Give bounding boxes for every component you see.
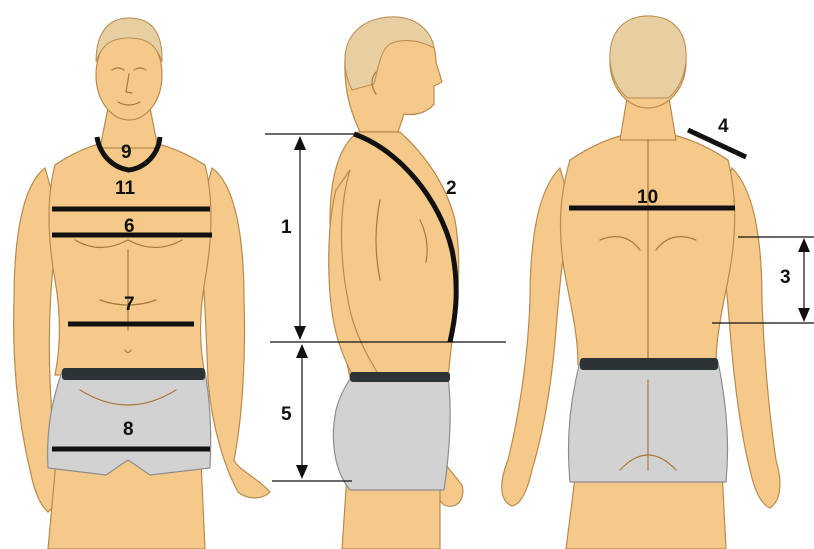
label-8: 8 [123, 419, 134, 440]
label-11: 11 [115, 178, 136, 199]
measure-1-arrow-head-bottom [294, 326, 306, 340]
back-view-figure [502, 16, 780, 549]
side-waistband [350, 372, 450, 382]
front-torso [49, 140, 211, 375]
label-9: 9 [121, 142, 132, 163]
measure-5-arrow-head-bottom [296, 465, 308, 479]
label-1: 1 [281, 217, 292, 238]
front-view-figure [14, 18, 270, 549]
measure-3-arrow-head-bottom [798, 308, 810, 322]
label-2: 2 [446, 178, 457, 199]
measure-1-arrow-head-top [294, 136, 306, 150]
measure-5-arrow-head-top [296, 344, 308, 358]
side-shorts [333, 376, 450, 490]
label-3: 3 [780, 267, 791, 288]
front-waistband [62, 368, 205, 380]
back-waistband [580, 358, 718, 370]
label-5: 5 [281, 404, 292, 425]
side-view-figure [329, 17, 463, 549]
label-4: 4 [718, 116, 729, 137]
back-hair [610, 16, 686, 98]
label-6: 6 [124, 216, 135, 237]
measure-3-arrow-head-top [798, 238, 810, 252]
label-10: 10 [637, 187, 658, 208]
label-7: 7 [124, 294, 135, 315]
